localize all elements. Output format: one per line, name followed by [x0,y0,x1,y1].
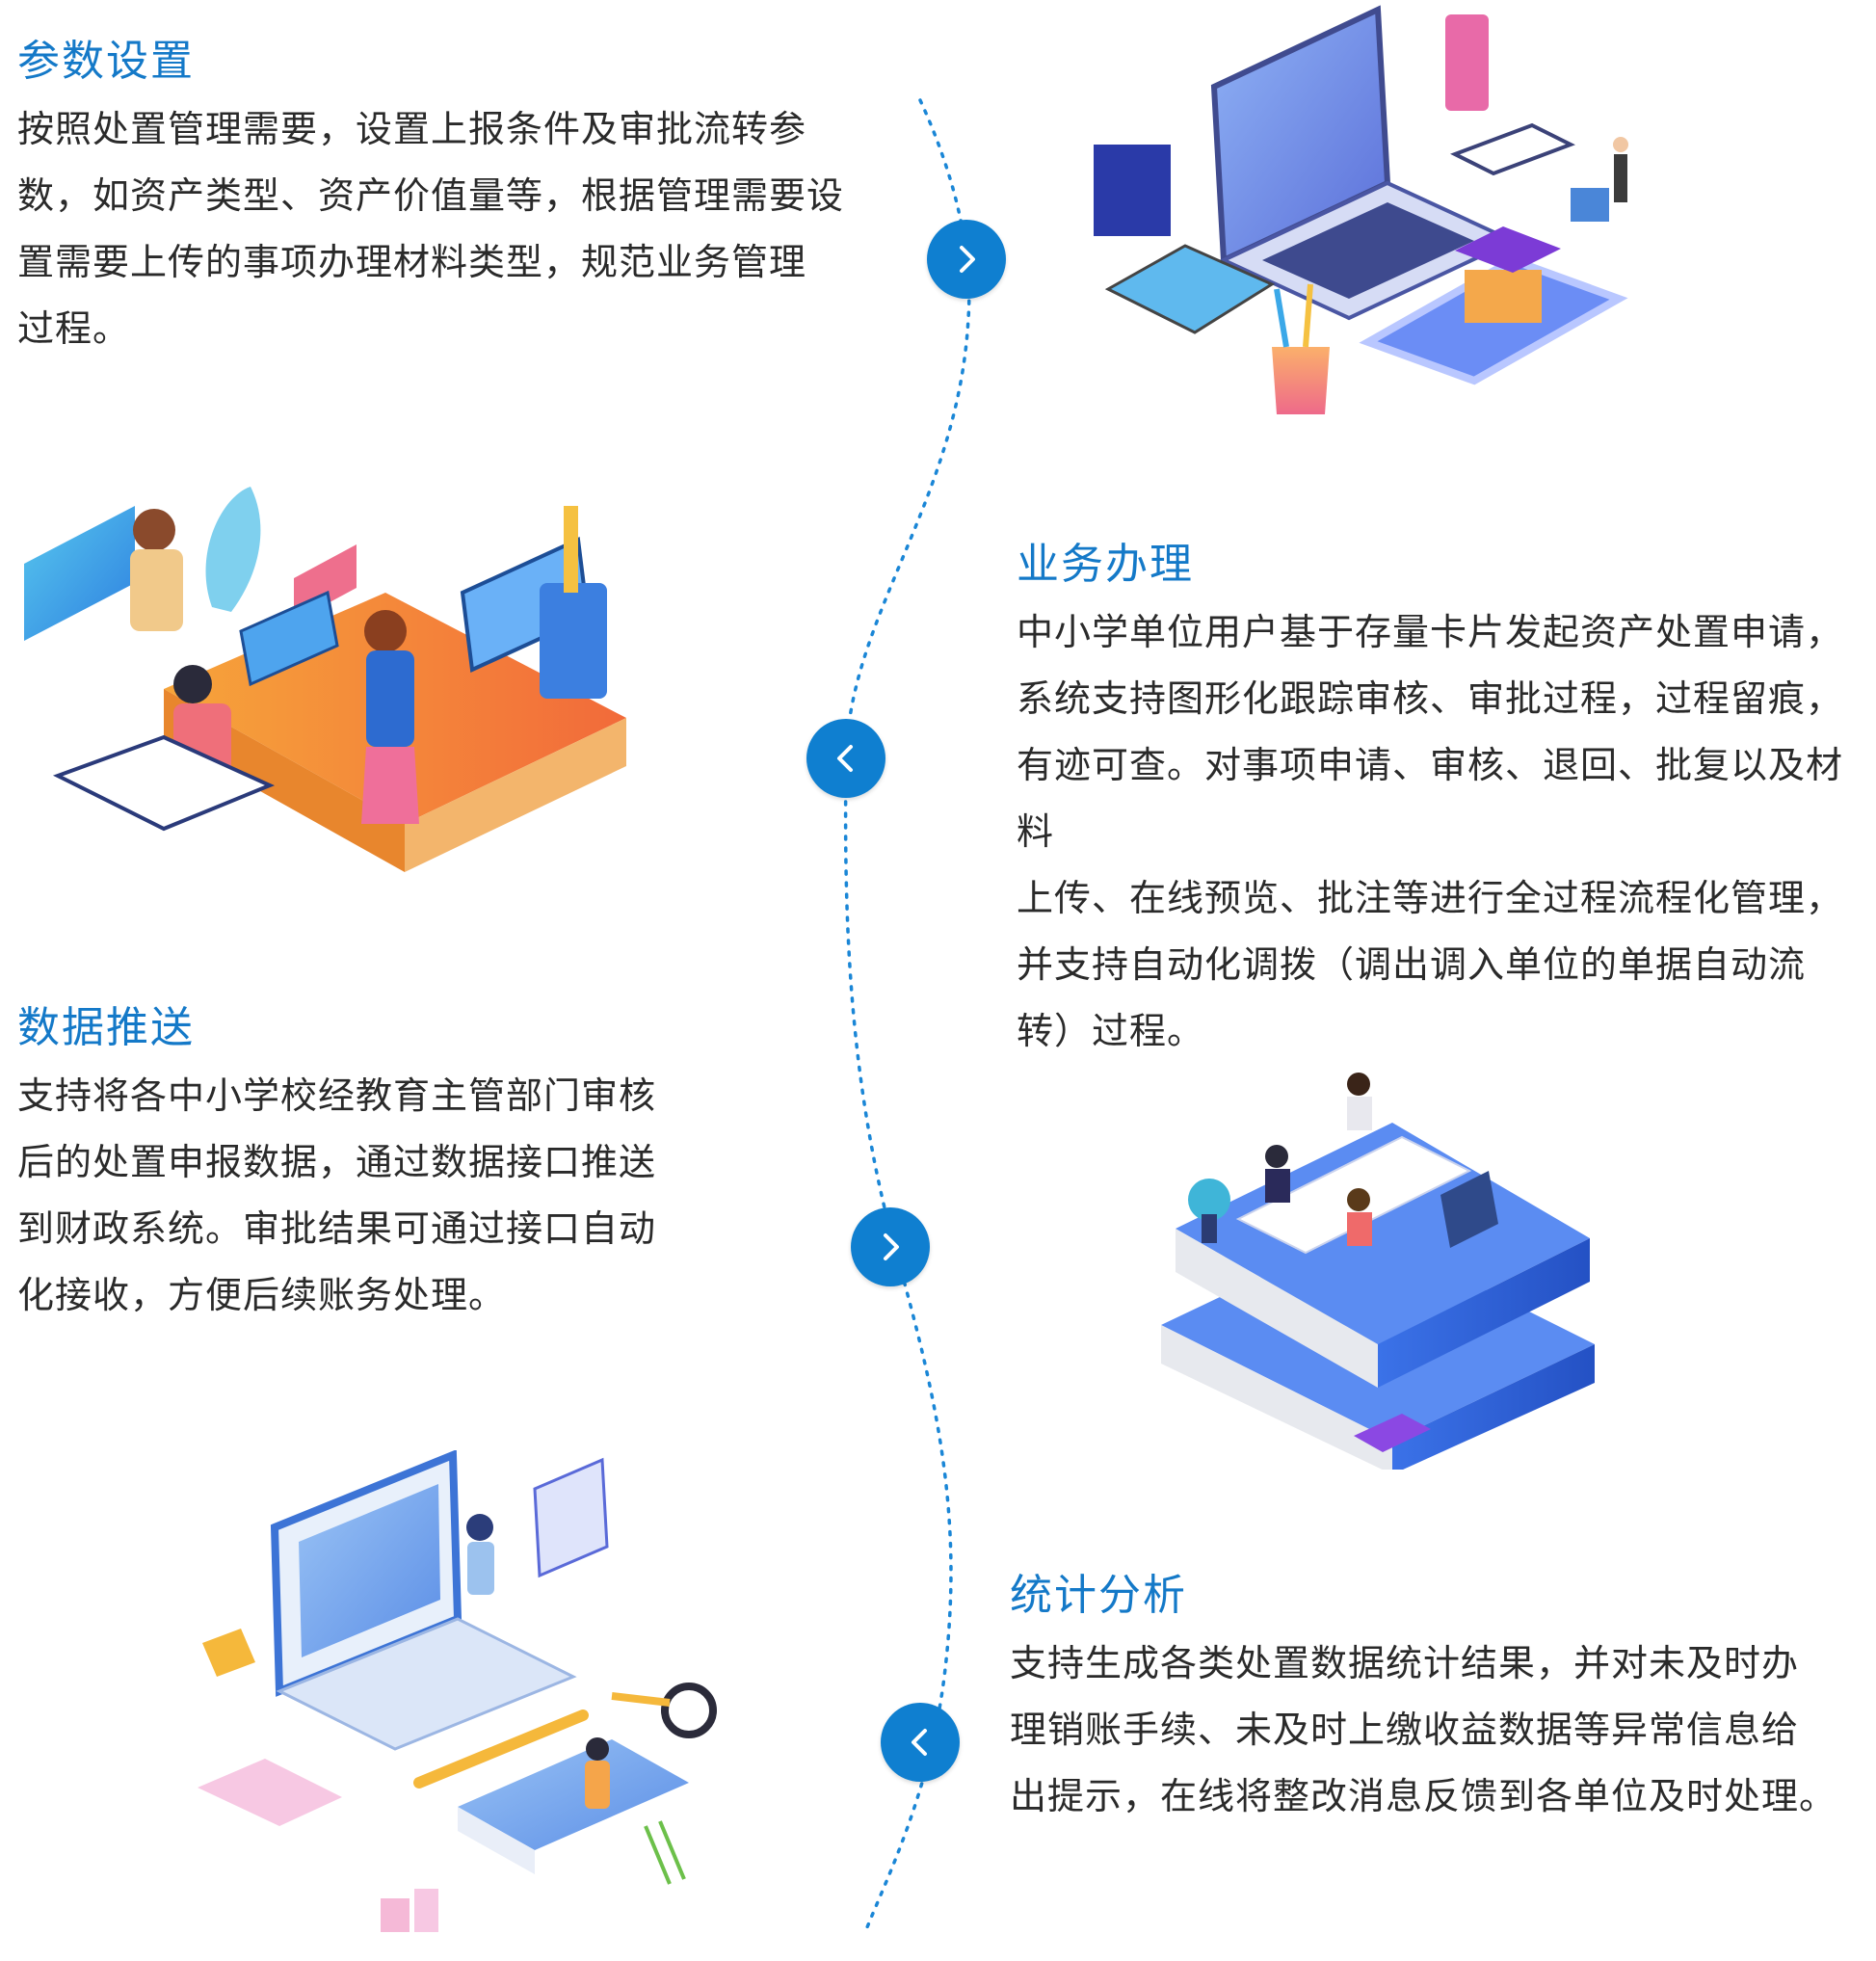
desc-line: 后的处置申报数据，通过数据接口推送 [17,1141,657,1183]
section-title: 业务办理 [1017,540,1194,589]
desc-line: 置需要上传的事项办理材料类型，规范业务管理 [17,241,807,283]
section-statistical-analysis: 统计分析 支持生成各类处置数据统计结果，并对未及时办 理销账手续、未及时上缴收益… [1010,1567,1858,1830]
section-description: 支持生成各类处置数据统计结果，并对未及时办 理销账手续、未及时上缴收益数据等异常… [1010,1630,1858,1830]
section-parameter-settings: 参数设置 按照处置管理需要，设置上报条件及审批流转参 数，如资产类型、资产价值量… [17,33,846,362]
section-data-push: 数据推送 支持将各中小学校经教育主管部门审核 后的处置申报数据，通过数据接口推送… [17,999,730,1329]
desc-line: 化接收，方便后续账务处理。 [17,1274,507,1316]
meeting-illustration [1161,1073,1595,1470]
section-description: 中小学单位用户基于存量卡片发起资产处置申请， 系统支持图形化跟踪审核、审批过程，… [1017,599,1864,1065]
desc-line: 转）过程。 [1017,1010,1205,1052]
desc-line: 过程。 [17,307,131,350]
section-title: 统计分析 [1010,1571,1187,1620]
laptop-education-illustration [1094,5,1628,414]
desc-line: 支持生成各类处置数据统计结果，并对未及时办 [1010,1642,1800,1684]
prev-node-button[interactable] [806,719,885,798]
desc-line: 出提示，在线将整改消息反馈到各单位及时处理。 [1010,1775,1837,1817]
desc-line: 并支持自动化调拨（调出调入单位的单据自动流 [1017,943,1807,986]
team-workspace-illustration [24,487,626,872]
desc-line: 到财政系统。审批结果可通过接口自动 [17,1207,657,1250]
section-business-processing: 业务办理 中小学单位用户基于存量卡片发起资产处置申请， 系统支持图形化跟踪审核、… [1017,536,1864,1065]
desc-line: 支持将各中小学校经教育主管部门审核 [17,1074,657,1117]
chevron-left-icon [837,745,853,772]
section-description: 按照处置管理需要，设置上报条件及审批流转参 数，如资产类型、资产价值量等，根据管… [17,96,846,362]
desc-line: 有迹可查。对事项申请、审核、退回、批复以及材料 [1017,744,1844,853]
next-node-button[interactable] [927,220,1006,299]
desc-line: 中小学单位用户基于存量卡片发起资产处置申请， [1017,611,1844,653]
desc-line: 系统支持图形化跟踪审核、审批过程，过程留痕， [1017,677,1844,720]
desc-line: 上传、在线预览、批注等进行全过程流程化管理， [1017,877,1844,919]
analytics-illustration [198,1450,717,1932]
section-description: 支持将各中小学校经教育主管部门审核 后的处置申报数据，通过数据接口推送 到财政系… [17,1063,730,1329]
next-node-button[interactable] [851,1207,930,1286]
desc-line: 理销账手续、未及时上缴收益数据等异常信息给 [1010,1709,1800,1751]
desc-line: 数，如资产类型、资产价值量等，根据管理需要设 [17,174,845,217]
chevron-right-icon [960,246,975,273]
prev-node-button[interactable] [881,1703,960,1782]
section-title: 参数设置 [17,37,195,86]
desc-line: 按照处置管理需要，设置上报条件及审批流转参 [17,108,807,150]
chevron-left-icon [912,1729,927,1756]
section-title: 数据推送 [17,1003,195,1052]
chevron-right-icon [884,1233,899,1260]
